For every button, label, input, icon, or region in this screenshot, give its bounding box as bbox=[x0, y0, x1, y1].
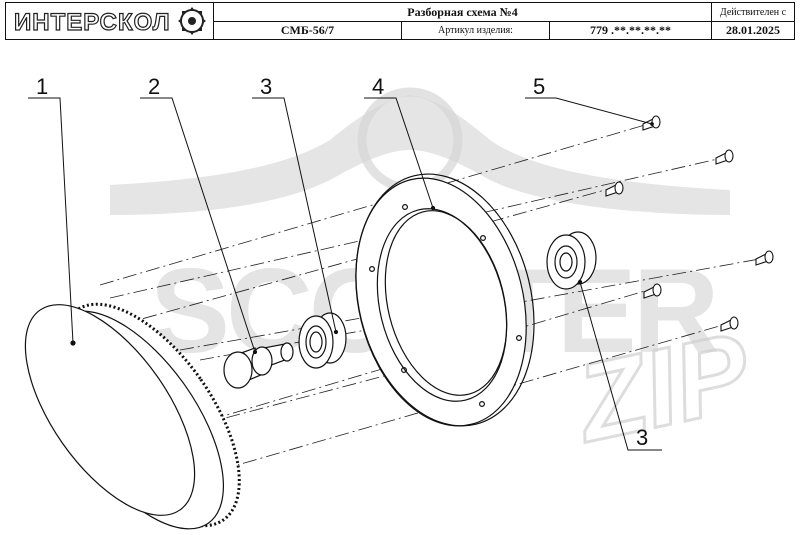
callout-5: 5 bbox=[533, 74, 545, 99]
saw-blade-icon bbox=[178, 7, 206, 35]
exploded-view-diagram: SCOOTER ZIP bbox=[24, 74, 774, 530]
scheme-title: Разборная схема №4 bbox=[214, 3, 712, 21]
header-divider bbox=[214, 21, 794, 22]
bearing-part-3 bbox=[298, 312, 347, 369]
screws-part-5 bbox=[605, 115, 774, 332]
model-name: СМБ-56/7 bbox=[214, 22, 402, 39]
valid-from-date: 28.01.2025 bbox=[726, 23, 780, 37]
flange-ring-part-4 bbox=[355, 173, 535, 427]
bearing-part-3-second bbox=[546, 231, 597, 290]
callout-leaders bbox=[28, 97, 662, 451]
gear-wheel-part-1 bbox=[24, 302, 241, 530]
callout-1: 1 bbox=[36, 74, 48, 99]
valid-from-label: Действителен с bbox=[719, 6, 787, 18]
logo-text: ИНТЕРСКОЛ bbox=[14, 9, 171, 36]
shaft-part-2 bbox=[223, 342, 294, 389]
callout-2: 2 bbox=[148, 74, 160, 99]
callout-3: 3 bbox=[260, 74, 272, 99]
interskol-logo: ИНТЕРСКОЛ bbox=[6, 3, 214, 39]
article-value: 779 .**.**.**.** bbox=[550, 22, 712, 39]
article-label: Артикул изделия: bbox=[402, 22, 550, 39]
callout-4: 4 bbox=[372, 74, 384, 99]
logo-graphic: ИНТЕРСКОЛ bbox=[13, 7, 206, 37]
title-block: ИНТЕРСКОЛ Разборная схема №4 Действителе… bbox=[5, 2, 795, 40]
callout-3-second: 3 bbox=[636, 425, 648, 450]
callout-numbers: 1 2 3 4 5 3 bbox=[36, 74, 648, 450]
